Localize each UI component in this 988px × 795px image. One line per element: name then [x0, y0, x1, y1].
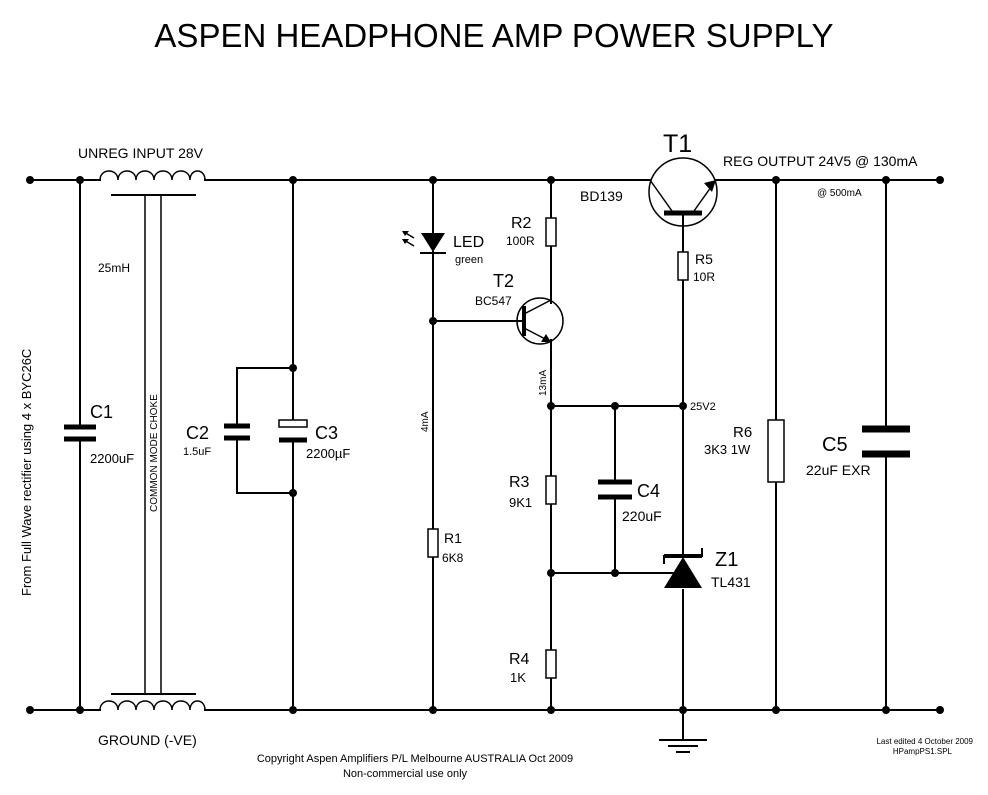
r2-value: 100R: [506, 234, 535, 248]
r3-value: 9K1: [509, 495, 532, 510]
r5-value: 10R: [693, 270, 715, 284]
c5-value: 22uF EXR: [806, 462, 871, 478]
choke-label: COMMON MODE CHOKE: [149, 394, 160, 512]
led-diode: [402, 231, 446, 254]
r3-ref: R3: [509, 474, 530, 491]
c5-ref: C5: [822, 434, 848, 456]
edit-date: Last edited 4 October 2009: [876, 737, 973, 746]
input-label: UNREG INPUT 28V: [78, 145, 204, 161]
c4-value: 220uF: [622, 508, 662, 524]
capacitor-c5: [862, 425, 910, 458]
junction-dots: [26, 176, 944, 714]
r1-ref: R1: [444, 530, 462, 546]
c2-ref: C2: [186, 423, 209, 443]
c4-ref: C4: [637, 481, 660, 501]
resistor-r4: [545, 649, 557, 679]
z1-part: TL431: [711, 574, 751, 590]
c1-ref: C1: [90, 402, 113, 422]
t1-part: BD139: [580, 188, 623, 204]
output-label: REG OUTPUT 24V5 @ 130mA: [723, 153, 918, 169]
copyright: Copyright Aspen Amplifiers P/L Melbourne…: [257, 753, 573, 765]
r6-ref: R6: [733, 424, 752, 441]
r4-ref: R4: [509, 651, 530, 668]
output-max-current: @ 500mA: [817, 188, 862, 199]
c2-value: 1.5uF: [183, 446, 211, 458]
r4-value: 1K: [510, 670, 526, 685]
wires: [29, 179, 941, 741]
led-color: green: [455, 254, 483, 266]
resistor-r6: [767, 419, 785, 483]
capacitor-c3: [278, 419, 308, 443]
led-ref: LED: [453, 234, 484, 251]
page-title: ASPEN HEADPHONE AMP POWER SUPPLY: [154, 17, 833, 54]
license: Non-commercial use only: [343, 768, 468, 780]
r2-ref: R2: [511, 215, 532, 232]
zener-z1: [663, 548, 703, 588]
capacitor-c1: [64, 424, 96, 442]
c1-value: 2200uF: [90, 451, 134, 466]
r5-ref: R5: [695, 251, 713, 267]
r6-value: 3K3 1W: [704, 442, 751, 457]
resistor-r5: [677, 251, 689, 281]
transistor-t2: [516, 297, 564, 345]
led-current: 4mA: [420, 411, 431, 432]
resistor-r2: [545, 217, 557, 247]
t2-part: BC547: [475, 294, 512, 308]
t1-ref: T1: [663, 130, 692, 158]
c3-value: 2200µF: [306, 446, 350, 461]
r1-value: 6K8: [442, 551, 464, 565]
capacitor-c2: [224, 423, 250, 441]
ref-voltage: 25V2: [690, 401, 716, 413]
ground-label: GROUND (-VE): [98, 732, 197, 748]
capacitor-c4: [598, 479, 632, 500]
t2-current: 13mA: [538, 370, 549, 396]
z1-ref: Z1: [715, 549, 738, 571]
file-name: HPampPS1.SPL: [893, 747, 953, 756]
c3-ref: C3: [315, 423, 338, 443]
transistor-t1: [648, 157, 718, 227]
t2-ref: T2: [493, 271, 514, 291]
ground-symbol: [659, 739, 707, 753]
resistor-r3: [545, 475, 557, 505]
common-mode-choke: [99, 170, 206, 711]
resistor-r1: [427, 528, 439, 558]
choke-inductance: 25mH: [98, 261, 130, 275]
source-note: From Full Wave rectifier using 4 x BYC26…: [19, 349, 34, 596]
